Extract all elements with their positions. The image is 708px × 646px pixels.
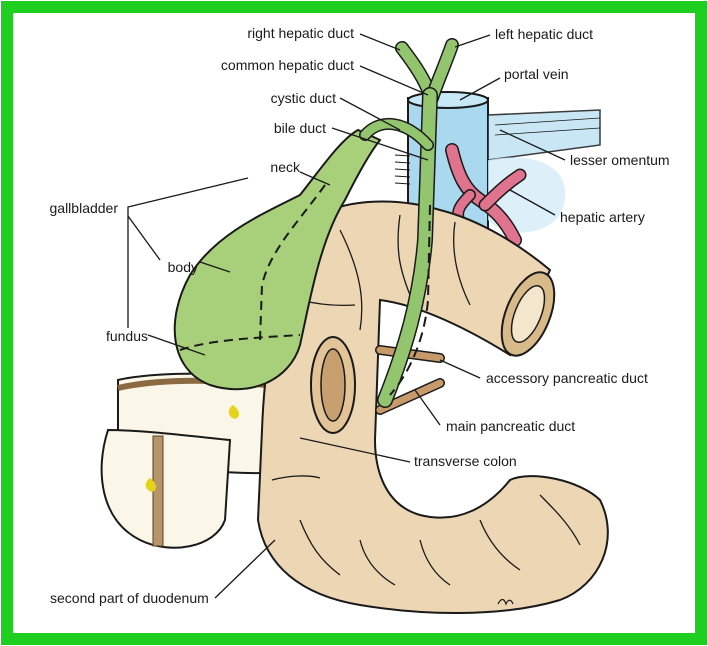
label-cystic-duct: cystic duct	[271, 90, 336, 106]
duodenal-papilla	[311, 337, 355, 433]
label-common-hepatic-duct: common hepatic duct	[221, 57, 354, 73]
label-left-hepatic-duct: left hepatic duct	[495, 26, 593, 42]
label-portal-vein: portal vein	[504, 66, 569, 82]
label-neck: neck	[270, 159, 301, 175]
label-second-part-of-duodenum: second part of duodenum	[50, 590, 209, 606]
label-bile-duct: bile duct	[274, 120, 326, 136]
label-body: body	[168, 259, 198, 275]
label-transverse-colon: transverse colon	[414, 453, 517, 469]
label-main-pancreatic-duct: main pancreatic duct	[446, 418, 575, 434]
label-accessory-pancreatic-duct: accessory pancreatic duct	[486, 370, 648, 386]
label-right-hepatic-duct: right hepatic duct	[247, 25, 354, 41]
colon-band	[153, 436, 163, 546]
label-lesser-omentum: lesser omentum	[570, 152, 670, 168]
label-fundus: fundus	[106, 328, 148, 344]
label-hepatic-artery: hepatic artery	[560, 209, 645, 225]
label-gallbladder: gallbladder	[50, 200, 119, 216]
